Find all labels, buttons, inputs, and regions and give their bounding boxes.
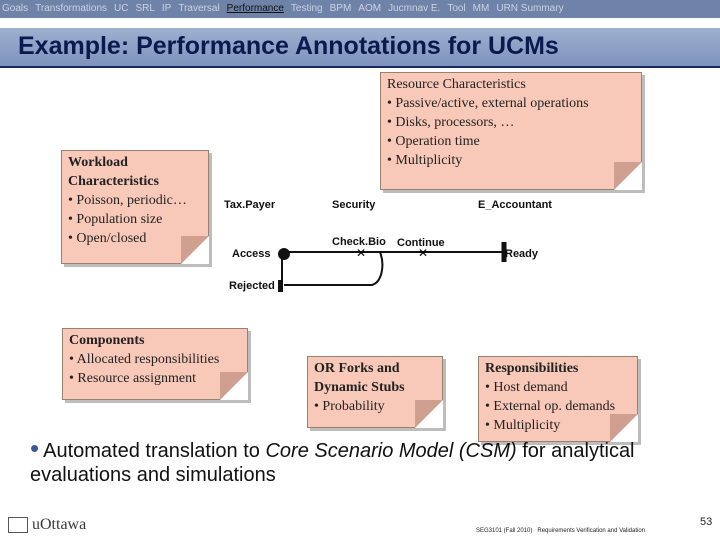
taxpayer-label: Tax.Payer	[224, 199, 276, 211]
note-item: • Host demand	[485, 380, 568, 395]
bullet-icon: •	[30, 433, 40, 463]
note-item: • Poisson, periodic…	[68, 193, 187, 208]
nav-link[interactable]: Tool	[447, 3, 466, 14]
nav-link[interactable]: Goals	[2, 3, 29, 14]
bullet-text-emphasis: Core Scenario Model (CSM)	[265, 440, 517, 462]
note-heading: Dynamic Stubs	[314, 380, 405, 395]
note-item: • Resource assignment	[69, 371, 196, 386]
components-note: Components • Allocated responsibilities …	[62, 328, 248, 400]
responsibilities-note: Responsibilities • Host demand • Externa…	[478, 356, 638, 442]
access-label: Access	[232, 248, 271, 260]
nav-link[interactable]: BPM	[329, 3, 352, 14]
course-subject: Requirements Verification and Validation	[537, 528, 646, 534]
note-item: • Population size	[68, 212, 163, 227]
rejected-label: Rejected	[229, 280, 275, 292]
note-heading: Responsibilities	[485, 361, 579, 376]
top-navigation-bar: Goals Transformations UC SRL IP Traversal Perf…	[0, 0, 720, 18]
note-item: • Disks, processors, …	[387, 115, 515, 130]
note-item: • Probability	[314, 399, 385, 414]
nav-link[interactable]: MM	[472, 3, 490, 14]
security-label: Security	[332, 199, 376, 211]
note-fold	[181, 236, 209, 264]
note-item: • Multiplicity	[387, 153, 463, 168]
note-fold	[220, 372, 248, 400]
accountant-label: E_Accountant	[478, 199, 552, 211]
logo-text: uOttawa	[32, 516, 87, 533]
nav-link[interactable]: URN Summary	[496, 3, 564, 14]
or-forks-note: OR Forks and Dynamic Stubs • Probability	[307, 356, 443, 428]
continue-responsibility-icon: ✕	[418, 246, 428, 260]
nav-link[interactable]: Testing	[290, 3, 323, 14]
nav-link[interactable]: IP	[161, 3, 172, 14]
nav-link[interactable]: Transformations	[35, 3, 107, 14]
uottawa-logo: uOttawa	[8, 516, 86, 534]
note-item: • External op. demands	[485, 399, 616, 414]
page-title: Example: Performance Annotations for UCM…	[18, 32, 559, 60]
nav-link[interactable]: SRL	[135, 3, 155, 14]
nav-link[interactable]: UC	[114, 3, 129, 14]
ready-label: Ready	[505, 248, 539, 260]
building-icon	[8, 517, 28, 534]
nav-items: Goals Transformations UC SRL IP Traversal Perf…	[2, 3, 571, 14]
note-fold	[610, 414, 638, 442]
nav-link[interactable]: AOM	[358, 3, 382, 14]
resource-characteristics-note: Resource Characteristics • Passive/activ…	[380, 72, 642, 190]
note-heading: Components	[69, 333, 145, 348]
note-item: • Multiplicity	[485, 418, 561, 433]
checkbio-responsibility-icon: ✕	[356, 246, 366, 260]
note-fold	[614, 162, 642, 190]
bullet-text-end: for analytical evaluations and simulatio…	[30, 440, 635, 486]
note-item: • Passive/active, external operations	[387, 96, 589, 111]
continue-label: Continue	[397, 237, 445, 249]
note-item: • Allocated responsibilities	[69, 352, 220, 367]
note-heading: OR Forks and	[314, 361, 400, 376]
nav-link[interactable]: Performance	[226, 3, 284, 14]
page-number: 53	[700, 516, 713, 528]
note-item: • Open/closed	[68, 231, 147, 246]
note-fold	[415, 400, 443, 428]
nav-link[interactable]: Jucmnav E.	[388, 3, 441, 14]
bullet-text-start: Automated translation to	[43, 440, 266, 462]
note-heading: Resource Characteristics	[387, 77, 526, 92]
note-heading: Workload	[68, 155, 128, 170]
nav-link[interactable]: Traversal	[178, 3, 220, 14]
note-item: • Operation time	[387, 134, 480, 149]
start-point	[278, 248, 290, 260]
checkbio-label: Check.Bio	[332, 236, 386, 248]
workload-characteristics-note: Workload Characteristics • Poisson, peri…	[61, 150, 209, 264]
note-heading: Characteristics	[68, 174, 159, 189]
rejected-path	[284, 251, 384, 286]
course-code: SEG3101 (Fall 2010)	[476, 528, 533, 534]
title-bar: Example: Performance Annotations for UCM…	[0, 28, 720, 68]
footer-course: SEG3101 (Fall 2010) Requirements Verific…	[476, 528, 645, 534]
bullet-point: •Automated translation to Core Scenario …	[30, 433, 710, 487]
